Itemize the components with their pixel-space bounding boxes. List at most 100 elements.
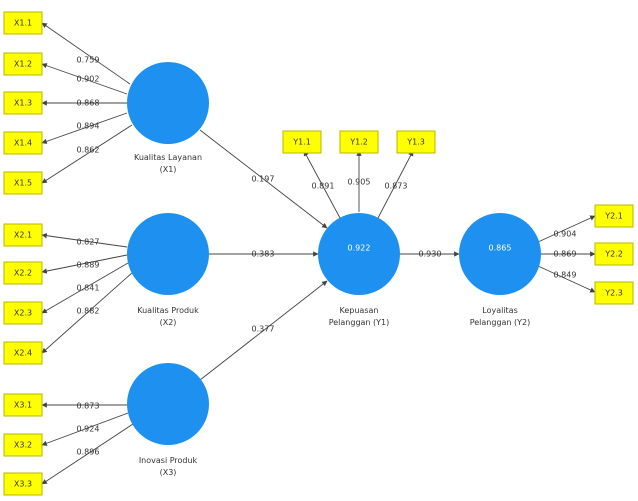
- loading-labels: 0.759 0.902 0.868 0.894 0.862 0.827 0.88…: [77, 56, 577, 457]
- edge-x2-x21: [41, 233, 128, 248]
- indicator-x12-label: X1.2: [14, 60, 32, 69]
- construct-x3[interactable]: Inovasi Produk (X3): [127, 363, 209, 477]
- indicator-y11[interactable]: Y1.1: [282, 130, 322, 154]
- indicator-x33-label: X3.3: [14, 480, 32, 489]
- indicator-x32-label: X3.2: [14, 441, 32, 450]
- edge-y1-y13: [377, 150, 414, 219]
- path-x1-y1: [199, 129, 328, 229]
- construct-x3-code: (X3): [160, 468, 177, 477]
- indicator-x11[interactable]: X1.1: [3, 11, 43, 35]
- indicator-x32[interactable]: X3.2: [3, 433, 43, 457]
- loading-x23: 0.841: [77, 284, 100, 293]
- indicator-y23-label: Y2.3: [604, 289, 623, 298]
- indicator-x21[interactable]: X2.1: [3, 223, 43, 247]
- loading-y11: 0.891: [312, 182, 335, 191]
- edge-x1-x11: [41, 22, 131, 85]
- indicator-y22-label: Y2.2: [604, 250, 623, 259]
- loading-y22: 0.869: [554, 250, 577, 259]
- indicator-y11-label: Y1.1: [292, 138, 311, 147]
- coef-x1-y1: 0.197: [252, 175, 275, 184]
- edges-x2: [41, 233, 134, 354]
- indicator-x33[interactable]: X3.3: [3, 472, 43, 496]
- loading-x14: 0.894: [77, 122, 100, 131]
- indicator-x14-label: X1.4: [14, 139, 32, 148]
- indicator-x31[interactable]: X3.1: [3, 393, 43, 417]
- loading-y21: 0.904: [554, 230, 577, 239]
- construct-x2[interactable]: Kualitas Produk (X2): [127, 213, 209, 327]
- loading-y13: 0.873: [385, 182, 408, 191]
- construct-y1-name2: Pelanggan (Y1): [329, 318, 390, 327]
- indicator-y23[interactable]: Y2.3: [594, 281, 634, 305]
- edges-y1: [303, 150, 414, 219]
- indicator-y12-label: Y1.2: [349, 138, 368, 147]
- indicator-x31-label: X3.1: [14, 401, 32, 410]
- edge-y2-y23: [537, 265, 596, 293]
- loading-x22: 0.889: [77, 261, 100, 270]
- indicators: X1.1 X1.2 X1.3 X1.4 X1.5 X2.1 X2.2 X2.3 …: [3, 11, 634, 496]
- indicator-x15-label: X1.5: [14, 179, 32, 188]
- construct-x1[interactable]: Kualitas Layanan (X1): [127, 62, 209, 174]
- edges-x1: [41, 22, 133, 184]
- construct-x1-code: (X1): [160, 165, 177, 174]
- loading-y23: 0.849: [554, 271, 577, 280]
- edge-x2-x23: [41, 262, 129, 314]
- loading-x21: 0.827: [77, 238, 100, 247]
- indicator-x24[interactable]: X2.4: [3, 341, 43, 365]
- loading-x13: 0.868: [77, 99, 100, 108]
- edge-x2-x24: [41, 271, 134, 354]
- construct-x2-code: (X2): [160, 318, 177, 327]
- construct-y2-name: Loyalitas: [482, 306, 518, 315]
- loading-x24: 0.882: [77, 307, 100, 316]
- indicator-x23-label: X2.3: [14, 309, 32, 318]
- path-labels: 0.197 0.383 0.377 0.930: [252, 175, 442, 334]
- indicator-x13[interactable]: X1.3: [3, 91, 43, 115]
- construct-y1[interactable]: 0.922 Kepuasan Pelanggan (Y1): [318, 213, 400, 327]
- edge-y2-y21: [537, 215, 596, 243]
- edge-x2-x22: [41, 254, 128, 274]
- indicator-y21-label: Y2.1: [604, 212, 623, 221]
- edges-x3: [41, 402, 134, 485]
- indicator-x22[interactable]: X2.2: [3, 261, 43, 285]
- construct-y2-r2: 0.865: [489, 244, 512, 253]
- construct-y1-name: Kepuasan: [340, 306, 379, 315]
- structural-paths: [199, 129, 460, 381]
- coef-y1-y2: 0.930: [419, 250, 442, 259]
- edge-x3-x33: [41, 423, 134, 485]
- indicator-x24-label: X2.4: [14, 349, 32, 358]
- indicator-x12[interactable]: X1.2: [3, 52, 43, 76]
- indicator-x21-label: X2.1: [14, 231, 32, 240]
- loading-x31: 0.873: [77, 402, 100, 411]
- edge-x1-x14: [41, 112, 128, 144]
- construct-x3-name: Inovasi Produk: [139, 456, 198, 465]
- indicator-x14[interactable]: X1.4: [3, 131, 43, 155]
- construct-x2-name: Kualitas Produk: [137, 306, 199, 315]
- indicator-x13-label: X1.3: [14, 99, 32, 108]
- indicator-y21[interactable]: Y2.1: [594, 204, 634, 228]
- edge-y1-y11: [303, 150, 341, 219]
- edges-y2: [537, 215, 596, 293]
- indicator-x15[interactable]: X1.5: [3, 171, 43, 195]
- edge-x3-x32: [41, 412, 129, 446]
- path-x3-y1: [199, 280, 328, 381]
- edge-x1-x12: [41, 63, 128, 95]
- coef-x2-y1: 0.383: [252, 250, 275, 259]
- loading-x12: 0.902: [77, 75, 100, 84]
- indicator-x22-label: X2.2: [14, 269, 32, 278]
- loading-x33: 0.896: [77, 448, 100, 457]
- loading-x32: 0.924: [77, 425, 100, 434]
- loading-y12: 0.905: [348, 178, 371, 187]
- construct-y1-r2: 0.922: [348, 244, 371, 253]
- loading-x11: 0.759: [77, 56, 100, 65]
- indicator-y22[interactable]: Y2.2: [594, 242, 634, 266]
- coef-x3-y1: 0.377: [252, 325, 275, 334]
- indicator-x23[interactable]: X2.3: [3, 301, 43, 325]
- indicator-y13[interactable]: Y1.3: [396, 130, 436, 154]
- edge-x1-x15: [41, 124, 133, 184]
- indicator-y13-label: Y1.3: [406, 138, 425, 147]
- constructs: Kualitas Layanan (X1) Kualitas Produk (X…: [127, 62, 541, 477]
- construct-y2-name2: Pelanggan (Y2): [470, 318, 531, 327]
- indicator-y12[interactable]: Y1.2: [339, 130, 379, 154]
- construct-y2[interactable]: 0.865 Loyalitas Pelanggan (Y2): [459, 213, 541, 327]
- loading-x15: 0.862: [77, 146, 100, 155]
